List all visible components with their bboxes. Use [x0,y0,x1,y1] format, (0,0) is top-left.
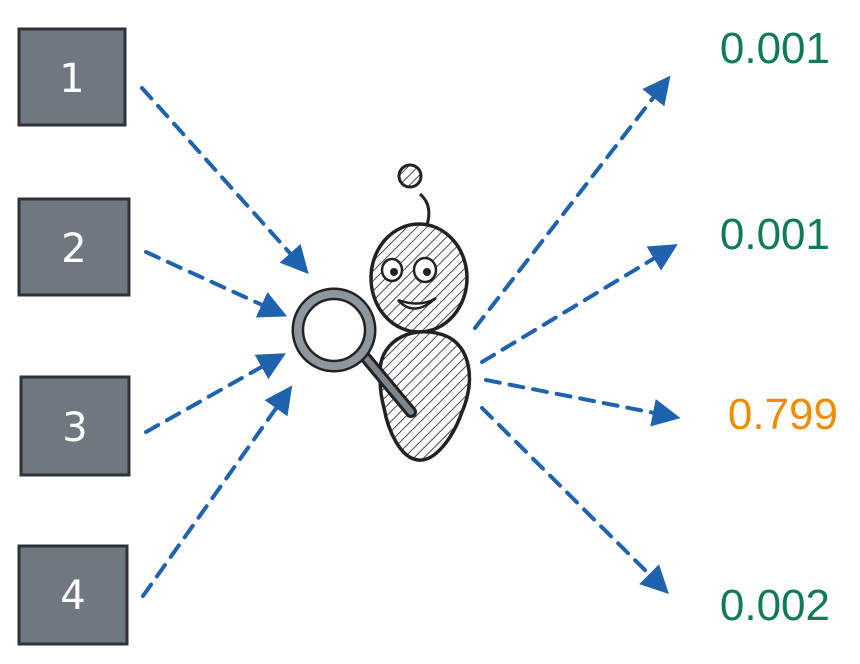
output-score-4: 0.002 [720,581,830,630]
input-box-3: 3 [19,375,131,477]
arrow-in-2 [144,250,288,318]
magnifier-handle-icon [363,355,414,415]
input-box-4-label: 4 [60,573,85,619]
magnifier-lens-icon [301,297,367,363]
arrow-in-3 [144,353,286,434]
arrow-out-1 [473,75,671,330]
output-score-1: 0.001 [720,24,830,73]
arrow-in-4 [141,385,293,598]
input-box-2-label: 2 [61,226,86,272]
input-box-3-rect [19,375,131,477]
robot-body-icon [378,330,472,462]
robot-right-pupil-icon [423,268,431,276]
incoming-arrows [140,86,309,598]
input-box-1: 1 [17,27,127,127]
input-box-1-rect [17,27,127,127]
arrow-out-3 [484,378,681,427]
input-box-4-rect [17,544,129,646]
input-box-3-label: 3 [62,405,87,451]
robot-left-pupil-icon [390,268,398,276]
arrow-in-1 [140,86,309,275]
output-score-3: 0.799 [728,390,838,439]
robot-smile-icon [397,296,437,310]
arrow-out-4 [480,406,669,594]
outgoing-arrows [473,75,681,594]
antenna-ball-icon [397,163,423,189]
magnifier-ring-icon [294,290,374,370]
input-box-4: 4 [17,544,129,646]
input-box-2-rect [17,197,131,297]
robot-with-magnifier-icon [291,163,472,462]
input-box-2: 2 [17,197,131,297]
arrow-out-2 [480,244,678,364]
input-box-1-label: 1 [59,56,84,102]
output-score-2: 0.001 [720,210,830,259]
